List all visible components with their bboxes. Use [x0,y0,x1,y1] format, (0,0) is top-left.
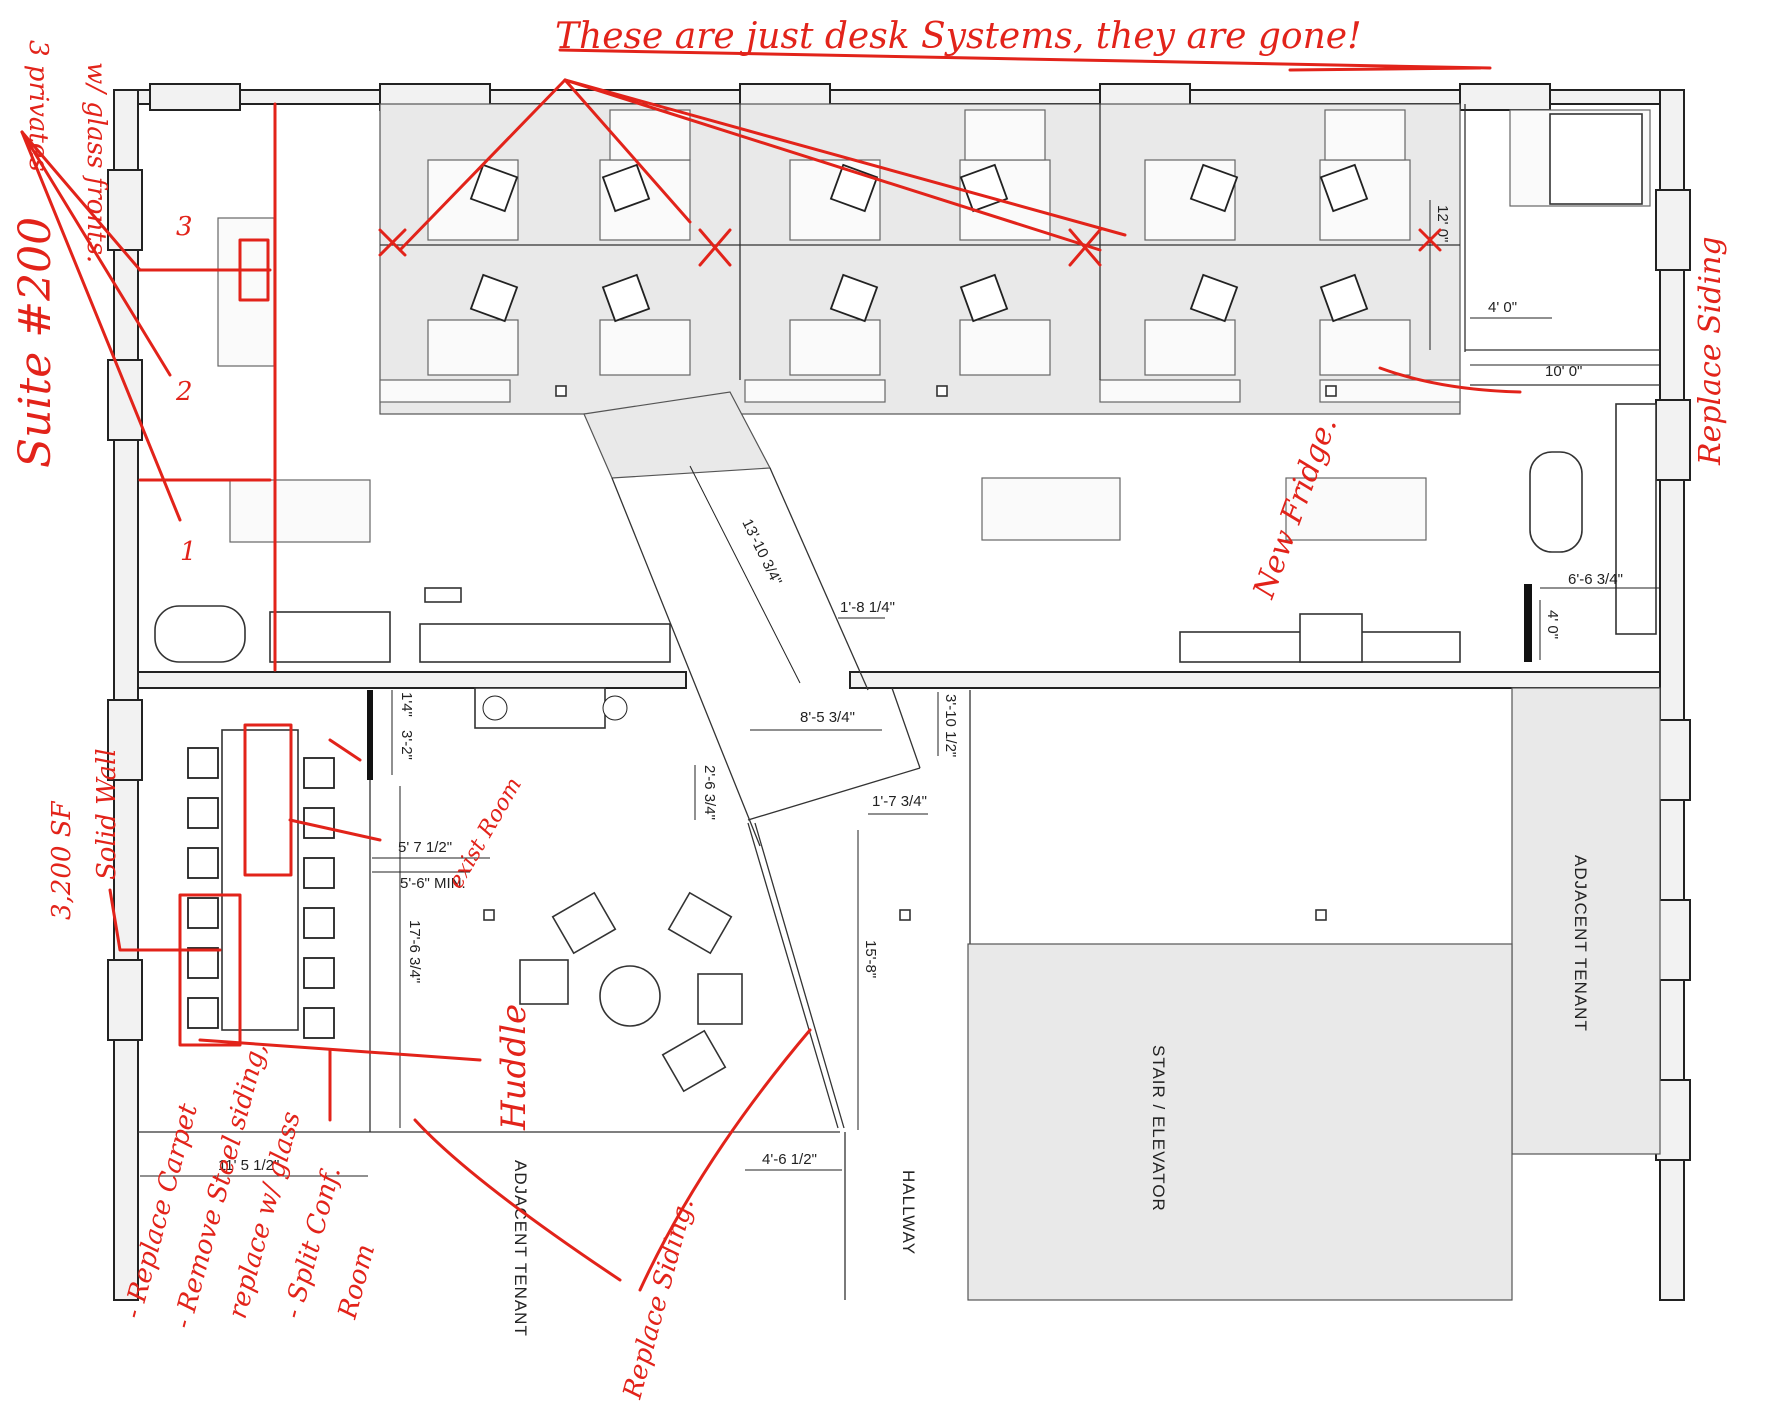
stair-elevator-label: STAIR / ELEVATOR [1149,1045,1168,1212]
dim-17-6: 17'-6 3/4" [406,920,423,983]
conference-room [187,729,335,1039]
replace-siding-right: Replace Siding [1693,236,1728,466]
huddle-label: Huddle [494,1004,534,1131]
dim-4-0-top: 4' 0" [1488,299,1517,316]
adjacent-tenant-right-label: ADJACENT TENANT [1571,855,1590,1032]
interior-walls [137,671,1661,1300]
privates-label: 3 privates [23,40,53,172]
solid-wall-label: Solid Wall [92,748,122,880]
adjacent-tenant-bottom-label: ADJACENT TENANT [511,1160,530,1337]
dim-5-7: 5' 7 1/2" [398,839,452,856]
open-area-furniture [154,217,1532,729]
dim-8-5: 8'-5 3/4" [800,709,855,726]
dim-3-10: 3'-10 1/2" [942,694,959,757]
dim-12-0: 12' 0" [1434,205,1451,242]
top-right-office [1464,104,1660,635]
private-1: 1 [180,537,197,567]
diagonal-corridor [583,391,869,847]
hallway-label: HALLWAY [899,1170,918,1255]
private-3: 3 [176,212,193,242]
huddle-lounge [483,891,1327,1093]
glass-fronts-label: w/ glass fronts. [81,62,111,263]
dim-5-6: 5'-6" MIN. [400,875,466,892]
dim-10-0: 10' 0" [1545,363,1582,380]
area-label: 3,200 SF [47,800,77,920]
room-labels: ADJACENT TENANT ADJACENT TENANT STAIR / … [511,855,1590,1337]
dim-1-4: 1'4" [398,692,415,717]
dim-11-5: 11' 5 1/2" [218,1157,279,1174]
top-note: These are just desk Systems, they are go… [555,16,1362,57]
desk-systems [379,103,1461,415]
dim-15-8: 15'-8" [862,940,879,978]
dim-13-10: 13'-10 3/4" [738,516,785,588]
replace-siding-bottom: Replace Siding. [618,1195,701,1403]
dim-2-6: 2'-6 3/4" [701,765,718,820]
dim-1-8: 1'-8 1/4" [840,599,895,616]
dim-6-6: 6'-6 3/4" [1568,571,1623,588]
dim-4-0-side: 4' 0" [1544,610,1561,639]
exist-room-label: exist Room [444,774,527,893]
core-blocks [967,687,1661,1301]
exterior-walls [107,83,1691,1301]
dim-3-2: 3'-2" [398,730,415,760]
private-2: 2 [175,377,193,407]
red-markup-strokes [20,48,1522,1292]
suite-label: Suite #200 [10,217,61,468]
dim-1-7: 1'-7 3/4" [872,793,927,810]
dim-4-6: 4'-6 1/2" [762,1151,817,1168]
note-room: Room [333,1241,382,1323]
